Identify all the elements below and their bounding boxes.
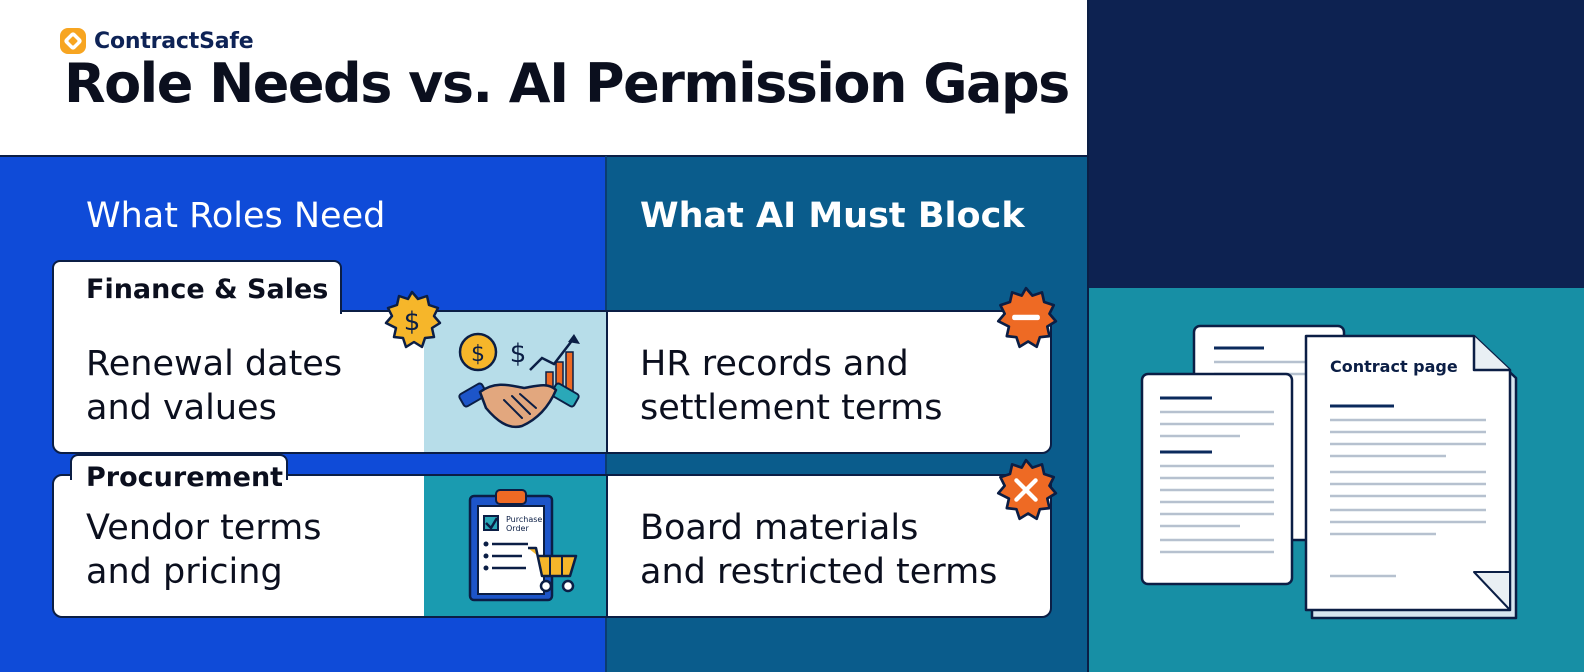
purchase-order-label: Purchase <box>506 515 542 524</box>
brand-logo: ContractSafe <box>58 26 254 56</box>
dollar-badge-icon: $ <box>384 290 442 349</box>
right-top-panel <box>1088 0 1584 288</box>
purchase-order-label: Order <box>506 524 529 533</box>
role-needs-text: Vendor terms and pricing <box>86 508 322 592</box>
minus-badge-icon <box>996 286 1058 349</box>
purchase-order-icon: Purchase Order <box>468 489 578 602</box>
svg-text:$: $ <box>471 342 485 367</box>
role-needs-text: Renewal dates and values <box>86 344 343 428</box>
contract-documents-icon: Contract page <box>1140 324 1518 620</box>
role-tab-finance <box>52 260 342 314</box>
svg-text:$: $ <box>510 339 527 369</box>
role-card-procurement <box>52 474 426 618</box>
page-title: Role Needs vs. AI Permission Gaps <box>64 52 1070 115</box>
roles-heading: What Roles Need <box>86 196 386 236</box>
role-tab-procurement <box>70 454 288 480</box>
block-text: HR records and settlement terms <box>640 344 943 428</box>
handshake-icon: $ $ <box>458 332 580 429</box>
header-area <box>0 0 1088 156</box>
block-card-hr <box>606 310 1052 454</box>
divider-vertical <box>1087 0 1089 672</box>
block-text: Board materials and restricted terms <box>640 508 998 592</box>
divider-horizontal <box>0 155 1088 157</box>
contract-page-label: Contract page <box>1330 357 1458 376</box>
contractsafe-logo-icon <box>60 28 86 54</box>
block-heading: What AI Must Block <box>640 196 1025 236</box>
finance-illustration-panel <box>424 310 608 454</box>
role-tab-label: Procurement <box>86 462 284 493</box>
block-card-board <box>606 474 1052 618</box>
role-tab-label: Finance & Sales <box>86 274 329 305</box>
brand-name: ContractSafe <box>94 28 254 54</box>
svg-text:$: $ <box>404 307 421 337</box>
role-card-finance <box>52 310 426 454</box>
x-badge-icon <box>996 458 1058 521</box>
